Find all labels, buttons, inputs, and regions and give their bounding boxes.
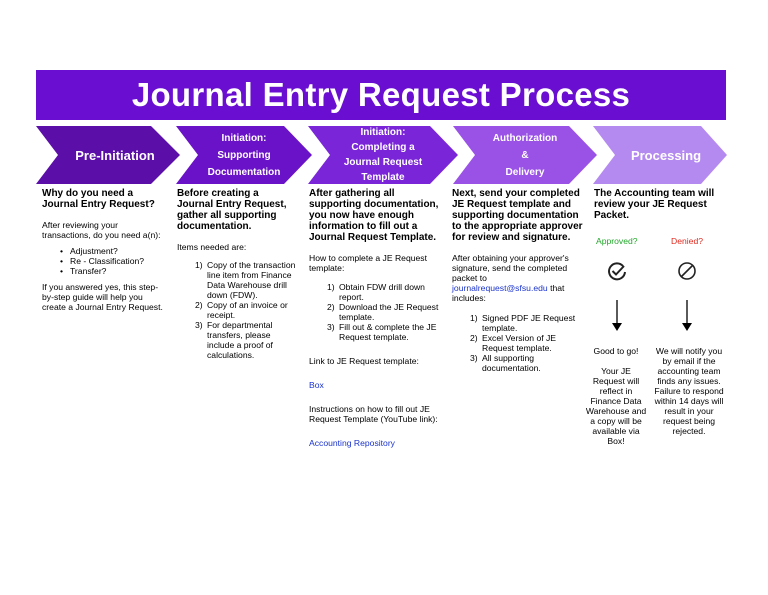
approved-label: Approved? (596, 236, 638, 246)
link-row: Accounting Repository (309, 438, 447, 448)
check-circle-icon (608, 262, 626, 281)
list-item: Re - Classification? (42, 256, 168, 266)
column-intro: After reviewing your transactions, do yo… (42, 220, 161, 240)
item-text: For departmental transfers, please inclu… (207, 320, 273, 360)
item-number: 2) (195, 300, 203, 310)
item-number: 2) (327, 302, 335, 312)
column-intro: How to complete a JE Request template: (309, 253, 427, 273)
prohibited-icon (678, 262, 696, 280)
link-row: Box (309, 380, 447, 390)
denied-label: Denied? (671, 236, 704, 246)
denied-outcome: We will notify you by email if the accou… (652, 346, 726, 436)
title-banner: Journal Entry Request Process (36, 70, 726, 120)
intro-text: that includes: (452, 283, 565, 303)
step-authorization-delivery: Authorization & Delivery (453, 126, 597, 184)
column-heading: After gathering all supporting documenta… (309, 188, 439, 243)
list-item: Adjustment? (42, 246, 168, 256)
step-label-line: Supporting (217, 149, 271, 161)
list-item: Transfer? (42, 266, 168, 276)
step-completing-template: Initiation: Completing a Journal Request… (308, 126, 458, 184)
item-text: Signed PDF JE Request template. (482, 313, 576, 333)
item-text: Copy of the transaction line item from F… (207, 260, 296, 300)
column-heading: Before creating a Journal Entry Request,… (177, 188, 287, 232)
denied-text: We will notify you by email if the accou… (654, 346, 724, 436)
column-outro: If you answered yes, this step-by-step g… (42, 282, 163, 312)
supporting-documentation-column: Before creating a Journal Entry Request,… (177, 188, 297, 366)
step-label: Processing (630, 147, 702, 163)
step-label: Authorization & Delivery (493, 130, 557, 181)
process-steps: Pre-Initiation Initiation: Supporting Do… (0, 126, 768, 184)
step-shape (308, 126, 458, 184)
item-text: All supporting documentation. (482, 353, 541, 373)
list-item: 1) Signed PDF JE Request template. (452, 313, 584, 333)
step-supporting-documentation: Initiation: Supporting Documentation (176, 126, 312, 184)
item-text: Download the JE Request template. (339, 302, 439, 322)
item-text: Excel Version of JE Request template. (482, 333, 557, 353)
request-type-list: Adjustment? Re - Classification? Transfe… (42, 246, 168, 276)
item-text: Copy of an invoice or receipt. (207, 300, 288, 320)
authorization-column: Next, send your completed JE Request tem… (452, 188, 584, 379)
list-item: 3) Fill out & complete the JE Request tem… (309, 322, 447, 342)
list-item: 1) Obtain FDW drill down report. (309, 282, 447, 302)
step-label-line: Template (361, 172, 405, 183)
list-item: 1) Copy of the transaction line item from… (177, 260, 297, 300)
column-heading: Next, send your completed JE Request tem… (452, 188, 583, 243)
step-pre-initiation: Pre-Initiation (36, 126, 180, 184)
down-arrow-icon (682, 300, 692, 331)
item-number: 3) (195, 320, 203, 330)
step-shape (453, 126, 597, 184)
step-label: Initiation: Completing a Journal Request… (344, 125, 422, 185)
step-label: Initiation: Supporting Documentation (208, 130, 281, 181)
step-label: Pre-Initiation (75, 147, 155, 163)
list-item: 3) For departmental transfers, please inc… (177, 320, 297, 360)
list-item: 2) Download the JE Request template. (309, 302, 447, 322)
accounting-repository-link[interactable]: Accounting Repository (309, 438, 395, 448)
list-item: 3) All supporting documentation. (452, 353, 584, 373)
item-number: 1) (195, 260, 203, 270)
step-shape (176, 126, 312, 184)
column-heading: Why do you need a Journal Entry Request? (42, 188, 155, 210)
processing-column: The Accounting team will review your JE … (586, 188, 728, 458)
approved-title: Good to go! (593, 346, 639, 356)
step-shape (36, 126, 180, 184)
step-label-line: Completing a (351, 142, 415, 153)
step-label-line: & (521, 149, 529, 161)
step-label-line: Documentation (207, 166, 281, 178)
column-intro: After obtaining your approver's signatur… (452, 253, 584, 303)
item-number: 2) (470, 333, 478, 343)
item-text: Obtain FDW drill down report. (339, 282, 425, 302)
step-label-line: Initiation: (221, 132, 267, 144)
step-processing: Processing (593, 126, 727, 184)
item-number: 3) (470, 353, 478, 363)
list-item: 2) Excel Version of JE Request template. (452, 333, 584, 353)
pre-initiation-column: Why do you need a Journal Entry Request?… (42, 188, 168, 318)
step-label-line: Authorization (492, 132, 558, 144)
packet-contents-list: 1) Signed PDF JE Request template. 2) Exce… (452, 313, 584, 373)
approved-outcome: Good to go! Your JE Request will reflect… (584, 346, 648, 446)
template-column: After gathering all supporting documenta… (309, 188, 447, 454)
page-title: Journal Entry Request Process (131, 76, 631, 113)
box-link[interactable]: Box (309, 380, 324, 390)
intro-text: After obtaining your approver's signatur… (452, 253, 569, 283)
item-number: 1) (327, 282, 335, 292)
step-label-line: Initiation: (360, 127, 406, 138)
template-steps-list: 1) Obtain FDW drill down report. 2) Downlo… (309, 282, 447, 342)
email-link[interactable]: journalrequest@sfsu.edu (452, 283, 548, 293)
approved-text: Your JE Request will reflect in Finance … (585, 366, 647, 446)
instructions-text: Instructions on how to fill out JE Reque… (309, 404, 438, 424)
step-label-line: Delivery (505, 166, 545, 178)
item-number: 3) (327, 322, 335, 332)
down-arrow-icon (612, 300, 622, 331)
link-intro: Link to JE Request template: (309, 356, 419, 366)
list-item: 2) Copy of an invoice or receipt. (177, 300, 297, 320)
column-intro: Items needed are: (177, 242, 247, 252)
item-number: 1) (470, 313, 478, 323)
column-heading: The Accounting team will review your JE … (594, 188, 715, 221)
item-text: Fill out & complete the JE Request templ… (339, 322, 437, 342)
step-shape (593, 126, 727, 184)
items-needed-list: 1) Copy of the transaction line item from… (177, 260, 297, 360)
step-label-line: Journal Request (343, 157, 423, 168)
